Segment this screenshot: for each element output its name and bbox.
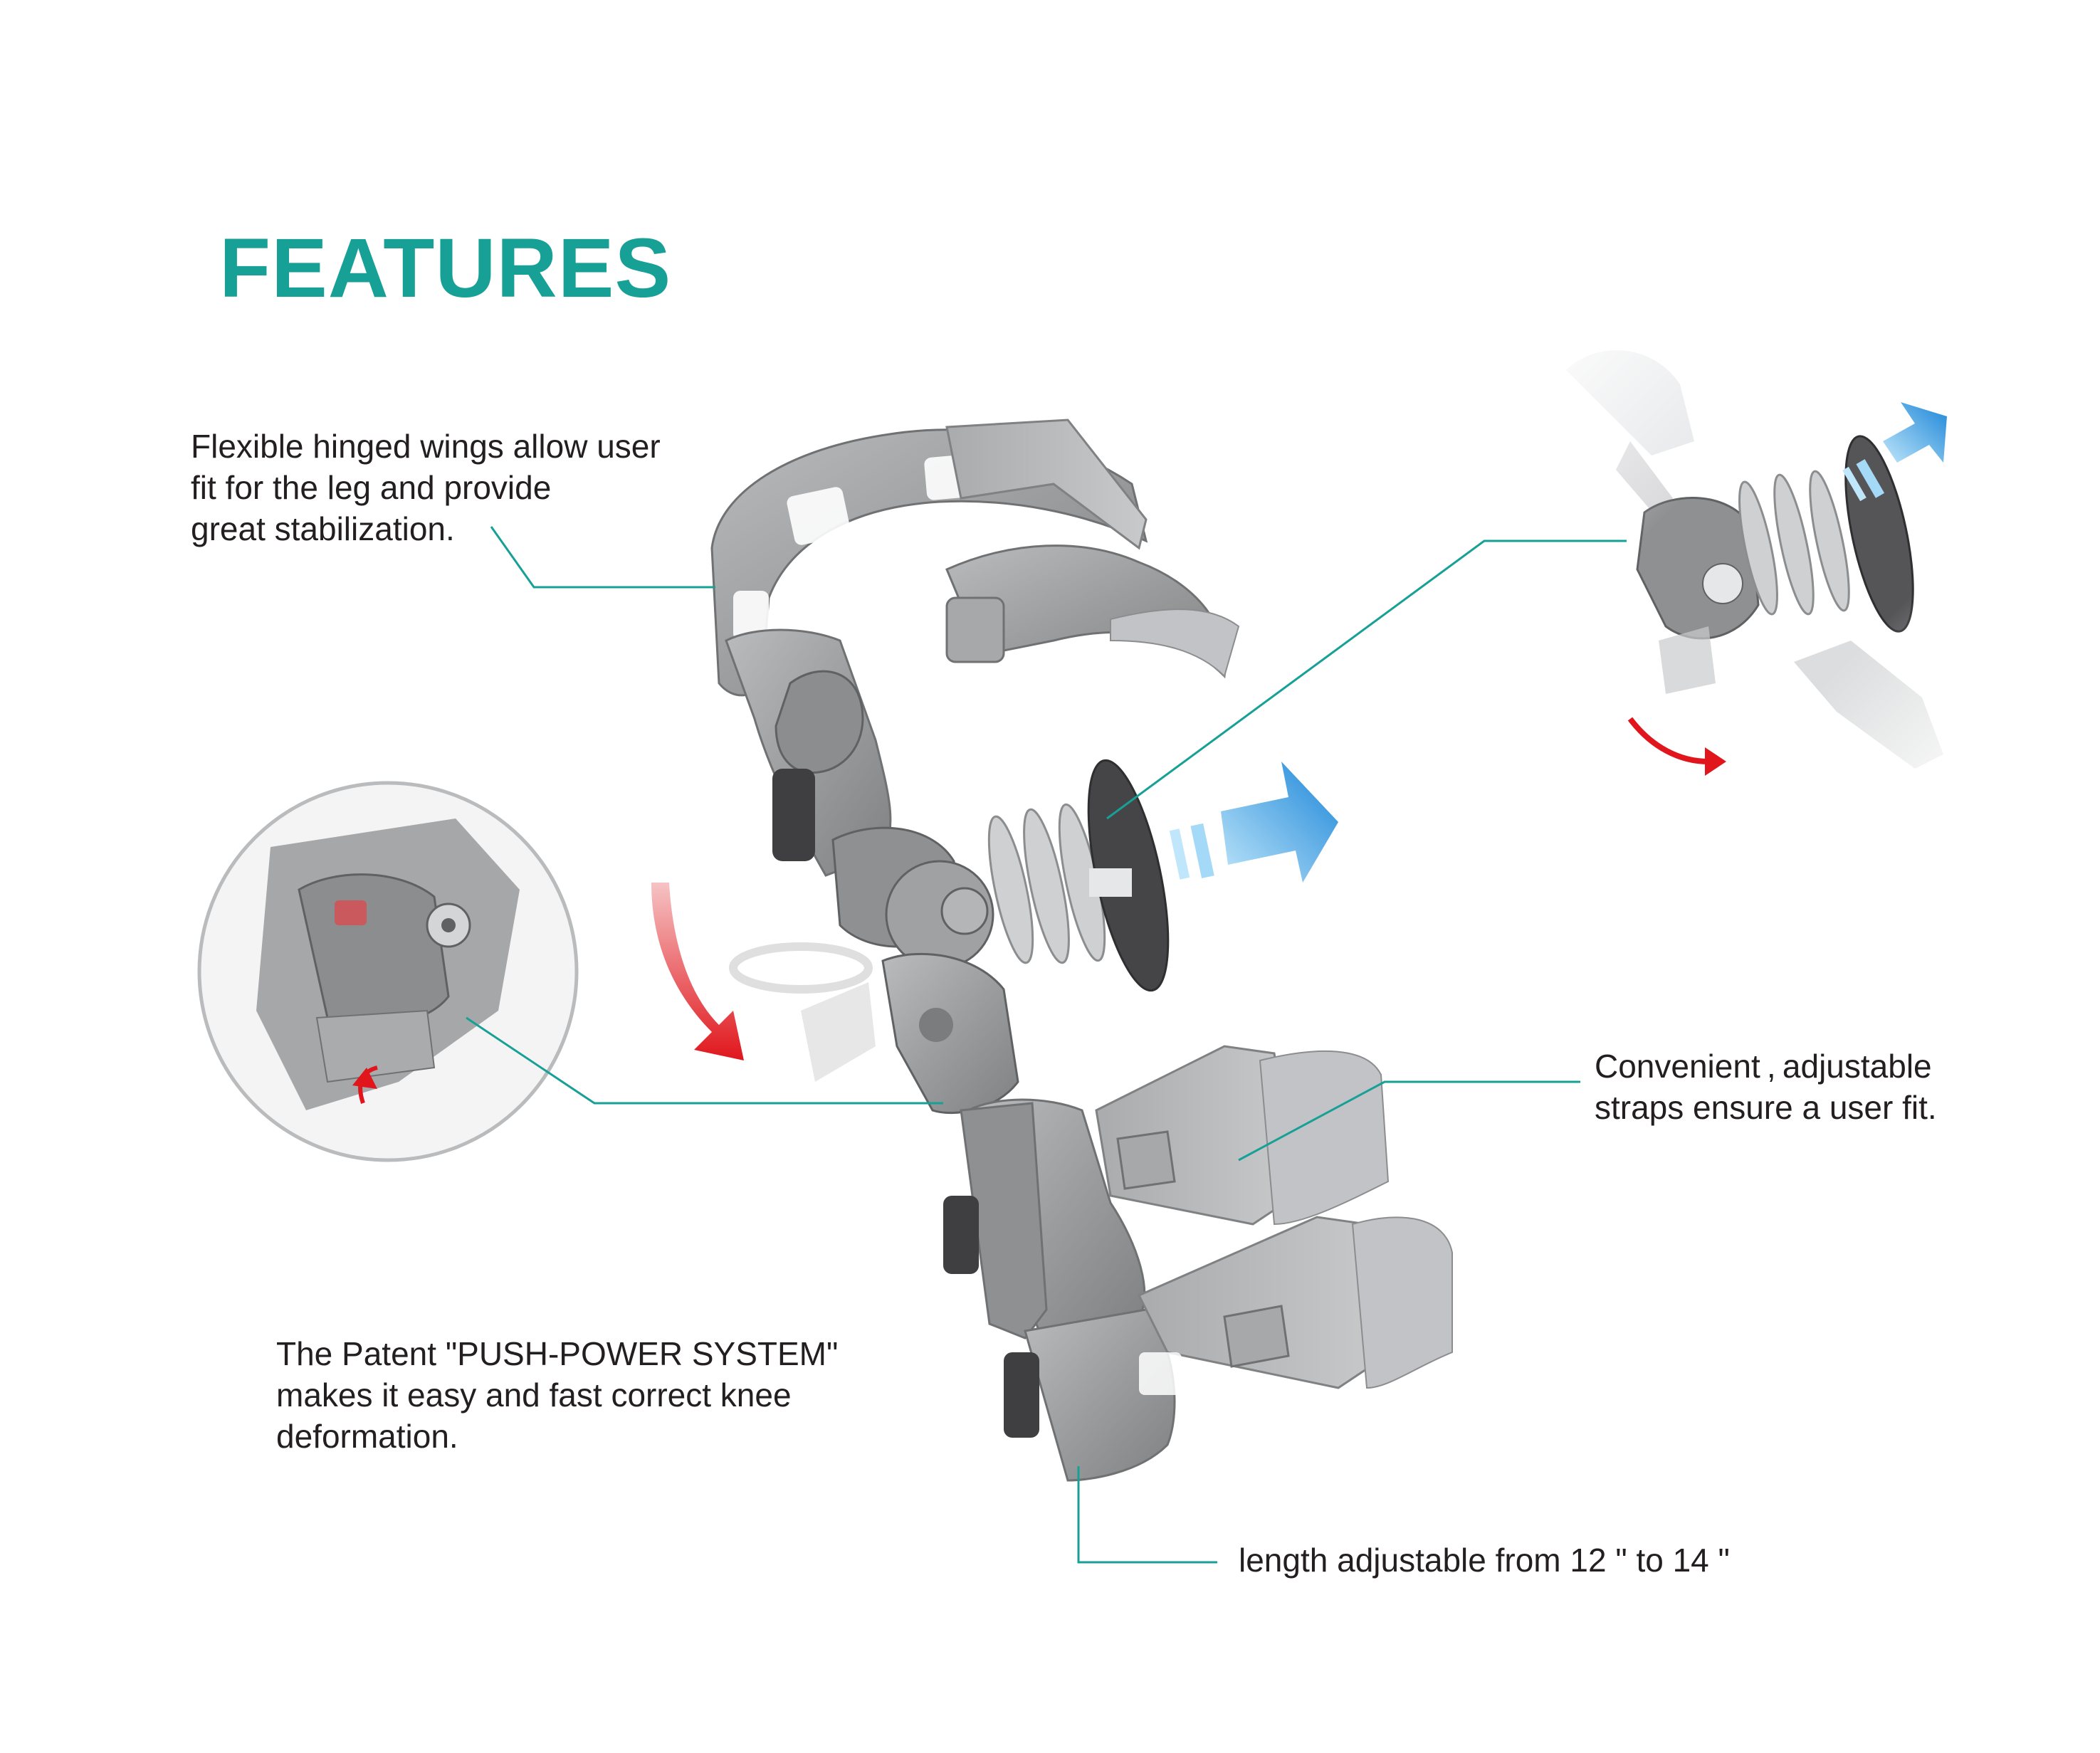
- leader-line-hinge: [1106, 539, 1627, 820]
- leader-line-push-power: [466, 1016, 943, 1105]
- exploded-discs: [987, 759, 1170, 992]
- leader-line-length: [1077, 1466, 1217, 1564]
- page-title: FEATURES: [219, 221, 672, 315]
- callout-length-line-1: length adjustable from 12 " to 14 ": [1239, 1542, 1730, 1579]
- callout-straps-line-2: straps ensure a user fit.: [1595, 1089, 1937, 1126]
- callout-straps-line-1: Convenient , adjustable: [1595, 1048, 1932, 1085]
- callout-push-power: The Patent "PUSH-POWER SYSTEM" makes it …: [276, 1333, 838, 1457]
- hinge-exploded-view: [1531, 327, 1993, 790]
- callout-push-power-line-3: deformation.: [276, 1418, 458, 1455]
- leader-lines: [466, 526, 1627, 1564]
- callout-straps: Convenient , adjustable straps ensure a …: [1595, 1046, 1937, 1128]
- callout-wings-line-2: fit for the leg and provide: [191, 469, 552, 506]
- callout-wings-line-3: great stabilization.: [191, 510, 455, 547]
- lower-cuff: [943, 1045, 1453, 1482]
- red-curved-arrow-icon: [651, 883, 744, 1060]
- blue-arrow-icon: [1169, 762, 1338, 883]
- push-power-detail-inset: [197, 781, 579, 1162]
- callout-push-power-line-1: The Patent "PUSH-POWER SYSTEM": [276, 1335, 839, 1372]
- upper-cuff: [710, 418, 1240, 877]
- leader-line-wings: [490, 526, 715, 589]
- callout-length: length adjustable from 12 " to 14 ": [1239, 1539, 1730, 1581]
- leader-line-straps: [1238, 1080, 1580, 1162]
- callout-wings-line-1: Flexible hinged wings allow user: [191, 428, 661, 465]
- callout-push-power-line-2: makes it easy and fast correct knee: [276, 1376, 792, 1414]
- callout-wings: Flexible hinged wings allow user fit for…: [191, 426, 661, 549]
- hinge-assembly: [729, 759, 1170, 1115]
